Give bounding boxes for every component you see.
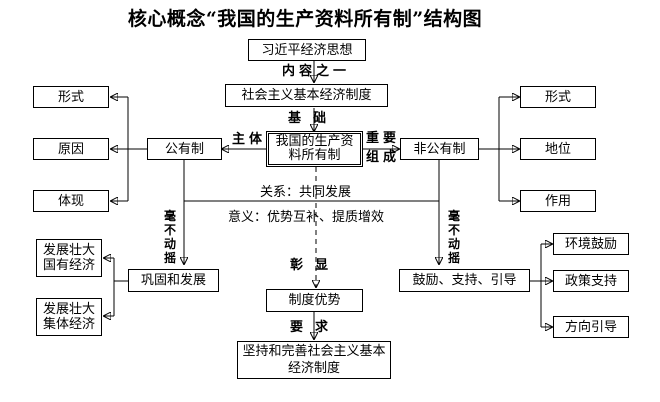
- node-env-encourage: 环境鼓励: [553, 233, 629, 255]
- node-direction-guide: 方向引导: [553, 316, 629, 338]
- node-policy-support: 政策支持: [553, 270, 629, 292]
- label-requirement: 要求: [290, 320, 341, 335]
- node-state-economy: 发展壮大国有经济: [36, 239, 102, 277]
- label-unwavering-left: 毫不动摇: [163, 209, 176, 265]
- label-foundation: 基础: [288, 111, 339, 126]
- node-public-ownership: 公有制: [147, 138, 222, 160]
- node-system-advantage: 制度优势: [266, 289, 363, 312]
- node-consolidate: 巩固和发展: [128, 269, 219, 292]
- node-basic-system: 社会主义基本经济制度: [225, 84, 388, 107]
- node-state-economy-label: 发展壮大国有经济: [42, 243, 95, 273]
- label-manifest: 彰显: [290, 258, 341, 273]
- node-form-right: 形式: [520, 86, 596, 108]
- node-form-left: 形式: [33, 86, 109, 108]
- label-significance: 意义：优势互补、提质增效: [228, 210, 385, 225]
- node-collective-economy-label: 发展壮大集体经济: [42, 302, 95, 332]
- node-ownership-system: 我国的生产资料所有制: [266, 131, 363, 167]
- node-reason: 原因: [33, 138, 109, 160]
- node-status: 地位: [520, 138, 596, 160]
- label-unwavering-right: 毫不动摇: [447, 209, 460, 265]
- node-collective-economy: 发展壮大集体经济: [36, 298, 102, 336]
- node-nonpublic-ownership: 非公有制: [400, 138, 479, 160]
- label-relation: 关系：共同发展: [260, 185, 352, 200]
- label-important: 重要: [366, 131, 401, 146]
- node-ownership-system-label: 我国的生产资料所有制: [275, 134, 354, 163]
- node-encourage: 鼓励、支持、引导: [399, 269, 530, 292]
- diagram-title: 核心概念“我国的生产资料所有制”结构图: [127, 8, 483, 30]
- node-uphold-improve-label: 坚持和完善社会主义基本经济制度: [242, 344, 386, 376]
- label-component: 组成: [366, 150, 401, 165]
- node-manifestation: 体现: [33, 190, 109, 212]
- node-xi-thought: 习近平经济思想: [248, 39, 366, 61]
- label-main-body: 主体: [232, 132, 267, 147]
- label-content-of: 内容之一: [282, 64, 351, 79]
- node-uphold-improve: 坚持和完善社会主义基本经济制度: [237, 341, 391, 379]
- node-role: 作用: [520, 190, 596, 212]
